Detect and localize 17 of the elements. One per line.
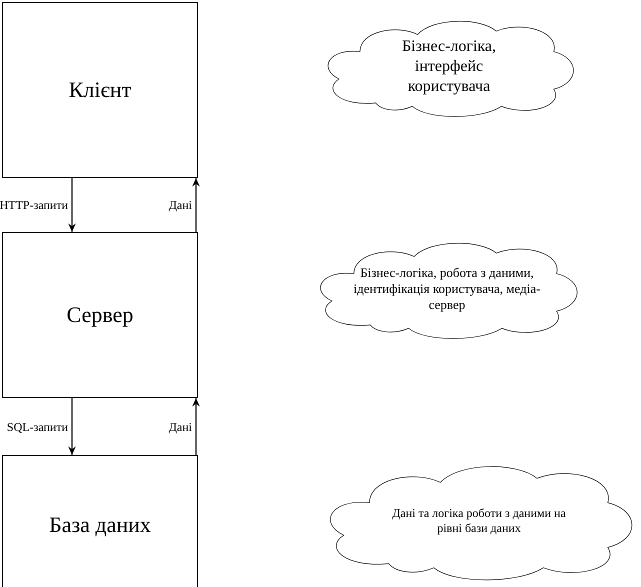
cloud-text: Дані та логіка роботи з даними на рівні бази даних (391, 506, 567, 536)
cloud-text: Бізнес-логіка, робота з даними, ідентифікація користувача, медіа-сервер (352, 264, 542, 314)
process-box (2, 455, 198, 587)
edge-label: SQL-запити (6, 420, 68, 432)
arrow (68, 398, 76, 455)
cloud-text: Бізнес-логіка, інтерфейс користувача (400, 37, 498, 97)
arrow (68, 178, 76, 232)
edge-label: Дані (168, 420, 192, 432)
arrow (192, 398, 200, 455)
edge-label: Дані (168, 199, 192, 211)
box-label: Сервер (66, 301, 134, 329)
edge-label: HTTP-запити (0, 199, 68, 211)
box-label: База даних (49, 511, 151, 539)
box-label: Клієнт (68, 76, 132, 104)
process-box (2, 2, 198, 178)
process-box (2, 232, 198, 398)
arrow (192, 178, 200, 232)
